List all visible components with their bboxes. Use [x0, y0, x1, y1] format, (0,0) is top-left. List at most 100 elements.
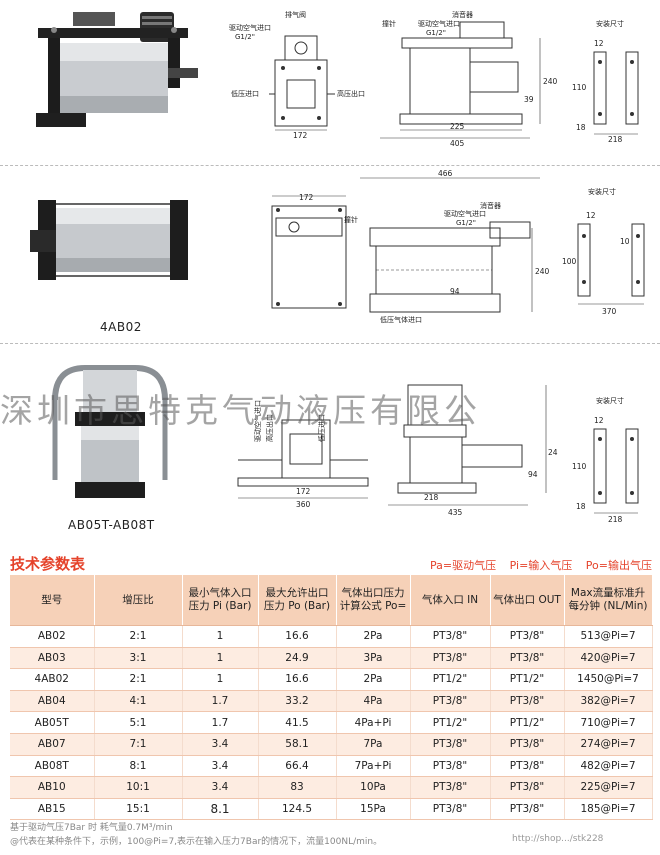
dim-110-c: 110	[572, 462, 587, 471]
label-muffler-2: 消音器	[480, 201, 501, 210]
spec-table-header: 型号 增压比 最小气体入口压力 Pi (Bar) 最大允许出口压力 Po (Ba…	[10, 575, 653, 626]
footnote-flow-note: @代表在某种条件下，示例，100@Pi=7,表示在输入压力7Bar的情况下，流量…	[10, 837, 383, 847]
label-install-size-3: 安装尺寸	[596, 396, 624, 405]
dim-466: 466	[438, 170, 453, 178]
cell-model: 4AB02	[10, 668, 95, 691]
section-divider	[0, 165, 660, 166]
front-view-drawing-2: 172	[271, 193, 347, 309]
install-size-drawing-2: 安装尺寸 12 100 10 370	[562, 187, 645, 316]
cell-min-inlet: 1	[182, 625, 259, 648]
dim-218: 218	[608, 135, 623, 143]
cell-gas-out: PT3/8"	[490, 690, 565, 713]
col-ratio: 增压比	[94, 575, 183, 626]
footnote-url: http://shop.../stk228	[512, 834, 604, 844]
cell-formula: 2Pa	[336, 625, 411, 648]
label-exhaust-port: 排气阀	[285, 10, 306, 19]
cell-gas-in: PT3/8"	[410, 647, 491, 670]
cell-formula: 7Pa	[336, 733, 411, 756]
col-min-inlet: 最小气体入口压力 Pi (Bar)	[182, 575, 259, 626]
cell-max-outlet: 66.4	[258, 755, 337, 778]
cell-formula: 15Pa	[336, 798, 411, 821]
col-gas-out: 气体出口 OUT	[490, 575, 565, 626]
dim-240-b: 240	[535, 267, 550, 276]
cell-model: AB08T	[10, 755, 95, 778]
legend-po: Po=输出气压	[585, 559, 652, 572]
dim-100: 100	[562, 257, 577, 266]
cell-max-outlet: 58.1	[258, 733, 337, 756]
label-v-low-inlet: 低压进口	[317, 414, 326, 442]
model-caption-4ab02: 4AB02	[100, 320, 142, 334]
label-low-inlet: 低压进口	[231, 89, 259, 98]
cell-min-inlet: 3.4	[182, 755, 259, 778]
cell-max-flow: 185@Pi=7	[564, 798, 653, 821]
cell-formula: 7Pa+Pi	[336, 755, 411, 778]
label-g12-3: G1/2"	[456, 219, 476, 227]
cell-gas-in: PT3/8"	[410, 755, 491, 778]
footnote-consumption: 基于驱动气压7Bar 时 耗气量0.7M³/min	[10, 823, 173, 833]
spec-table: 型号 增压比 最小气体入口压力 Pi (Bar) 最大允许出口压力 Po (Ba…	[10, 575, 653, 821]
section-ab05t-ab08t: AB05T-AB08T 驱动空气进口 高压出口 低压进口 172 360 240…	[0, 345, 660, 545]
cell-max-outlet: 83	[258, 776, 337, 799]
cell-gas-out: PT3/8"	[490, 625, 565, 648]
dim-405: 405	[450, 139, 465, 148]
dim-370: 370	[602, 307, 617, 316]
cell-model: AB05T	[10, 711, 95, 734]
cell-gas-out: PT1/2"	[490, 711, 565, 734]
cell-max-flow: 710@Pi=7	[564, 711, 653, 734]
section-divider-2	[0, 343, 660, 344]
spec-table-title: 技术参数表	[10, 555, 86, 573]
label-v-drive-inlet: 驱动空气进口	[253, 400, 262, 442]
cell-gas-out: PT3/8"	[490, 733, 565, 756]
product-photo-2	[30, 200, 188, 280]
col-formula: 气体出口压力计算公式 Po=	[336, 575, 411, 626]
dim-10: 10	[620, 237, 630, 246]
col-model: 型号	[10, 575, 95, 626]
dim-12: 12	[594, 39, 604, 48]
dim-12-c: 12	[594, 416, 604, 425]
legend-pi: Pi=输入气压	[509, 559, 573, 572]
pressure-legend: Pa=驱动气压 Pi=输入气压 Po=输出气压	[420, 557, 652, 573]
label-drive-inlet-2: 驱动空气进口	[418, 19, 460, 28]
dim-435: 435	[448, 508, 463, 517]
cell-gas-out: PT3/8"	[490, 647, 565, 670]
cell-max-flow: 274@Pi=7	[564, 733, 653, 756]
dim-360: 360	[296, 500, 311, 509]
cell-model: AB15	[10, 798, 95, 821]
cell-min-inlet: 1.7	[182, 711, 259, 734]
label-g12: G1/2"	[235, 33, 255, 41]
cell-min-inlet: 1.7	[182, 690, 259, 713]
cell-max-flow: 1450@Pi=7	[564, 668, 653, 691]
dim-18-c: 18	[576, 502, 586, 511]
label-v-high-outlet: 高压出口	[265, 414, 274, 442]
cell-formula: 2Pa	[336, 668, 411, 691]
legend-pa: Pa=驱动气压	[430, 559, 497, 572]
product-photo-3	[52, 365, 168, 498]
cell-model: AB04	[10, 690, 95, 713]
side-view-drawing-1: 撞针 驱动空气进口 G1/2" 消音器 240 39 225 405	[380, 10, 558, 148]
cell-min-inlet: 1	[182, 647, 259, 670]
cell-gas-out: PT3/8"	[490, 776, 565, 799]
install-size-drawing-1: 安装尺寸 12 110 18 218	[572, 19, 639, 143]
cell-ratio: 4:1	[94, 690, 183, 713]
label-low-gas-inlet: 低压气体进口	[380, 315, 422, 324]
col-max-flow: Max流量标准升每分钟 (NL/Min)	[564, 575, 653, 626]
cell-min-inlet: 3.4	[182, 733, 259, 756]
label-tappet: 撞针	[382, 19, 396, 28]
front-view-drawing-3: 驱动空气进口 高压出口 低压进口 172 360	[237, 400, 369, 509]
dim-172-b: 172	[299, 193, 314, 202]
cell-max-flow: 420@Pi=7	[564, 647, 653, 670]
front-view-drawing-1: 排气阀 驱动空气进口 G1/2" 低压进口 高压出口 172	[229, 10, 365, 138]
label-muffler: 消音器	[452, 10, 473, 19]
label-drive-inlet-3: 驱动空气进口	[444, 209, 486, 218]
cell-formula: 10Pa	[336, 776, 411, 799]
label-high-outlet: 高压出口	[337, 89, 365, 98]
dim-18: 18	[576, 123, 586, 132]
cell-min-inlet: 8.1	[182, 798, 259, 821]
cell-ratio: 5:1	[94, 711, 183, 734]
